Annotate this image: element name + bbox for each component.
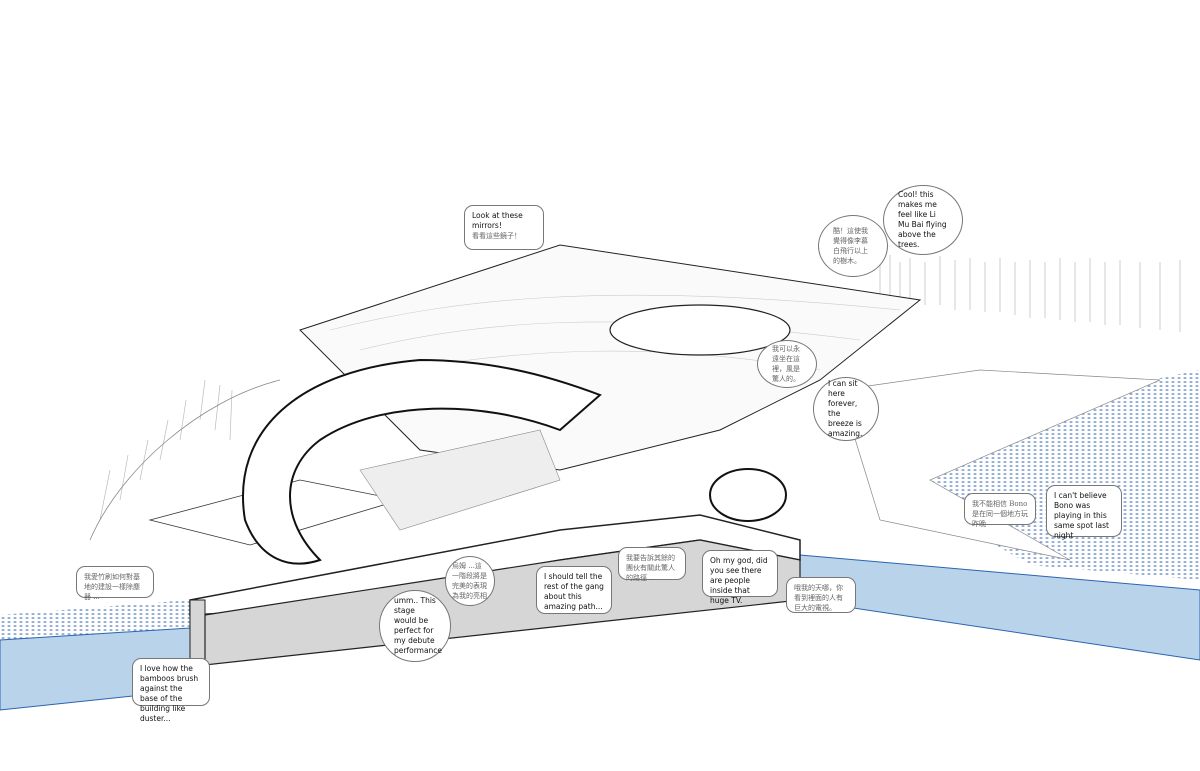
bubble-text-zh: 我愛竹刷如何對基地的建設一樣除塵器 ...: [84, 573, 140, 601]
site-outline: [89, 379, 281, 541]
plaza: [839, 369, 1161, 561]
bubble-text-en: Cool! this makes me feel like Li Mu Bai …: [898, 190, 947, 249]
tree-line-left: [99, 379, 233, 521]
thought-bubble-limubai-en: Cool! this makes me feel like Li Mu Bai …: [883, 185, 963, 255]
bubble-text-en: umm.. This stage would be perfect for my…: [394, 596, 443, 655]
bubble-text-en: I can't believe Bono was playing in this…: [1054, 491, 1109, 540]
thought-bubble-limubai-zh: 酷！這使我覺得像李慕白飛行以上的樹木。: [818, 215, 888, 277]
bubble-text-zh: 我可以永遠坐在這裡，風是驚人的。: [772, 345, 800, 383]
bubble-text-en: Look at these mirrors!: [472, 211, 523, 230]
speech-bubble-bamboo-en: I love how the bamboos brush against the…: [132, 658, 210, 723]
bubble-text-en: I love how the bamboos brush against the…: [140, 664, 199, 723]
bubble-text-zh: 哦我的天哪，你看到裡面的人有巨大的電視。: [794, 584, 843, 612]
speech-bubble-gang-zh: 我要告訴其餘的團伙有關此驚人的路徑 ...: [618, 547, 686, 582]
bubble-text-en: I can sit here forever, the breeze is am…: [828, 379, 863, 438]
thought-bubble-stage-en: umm.. This stage would be perfect for my…: [379, 590, 451, 662]
base-wall: [189, 599, 206, 666]
speech-bubble-bamboo-zh: 我愛竹刷如何對基地的建設一樣除塵器 ...: [76, 566, 154, 601]
speech-bubble-bono-en: I can't believe Bono was playing in this…: [1046, 485, 1122, 540]
speech-bubble-gang-en: I should tell the rest of the gang about…: [536, 566, 612, 614]
bubble-text-zh: 我要告訴其餘的團伙有關此驚人的路徑 ...: [626, 554, 675, 582]
roof-opening: [609, 304, 791, 356]
tv-pod: [709, 468, 787, 522]
bubble-text-en: Oh my god, did you see there are people …: [710, 556, 768, 605]
water-left-pattern: [0, 600, 190, 640]
speech-bubble-tv-zh: 哦我的天哪，你看到裡面的人有巨大的電視。: [786, 577, 856, 613]
speech-bubble-tv-en: Oh my god, did you see there are people …: [702, 550, 778, 605]
thought-bubble-breeze-en: I can sit here forever, the breeze is am…: [813, 377, 879, 441]
bubble-text-zh: 酷！這使我覺得像李慕白飛行以上的樹木。: [833, 227, 868, 265]
tree-line-right: [879, 255, 1181, 332]
bubble-text-zh: 我不能相信 Bono 是在同一個地方玩昨晚: [972, 500, 1028, 528]
bubble-text-zh: 看看這些鏡子！: [472, 232, 521, 240]
auditorium-shell: [242, 358, 602, 565]
thought-bubble-breeze-zh: 我可以永遠坐在這裡，風是驚人的。: [757, 340, 817, 388]
auditorium-seating: [359, 429, 561, 531]
bubble-text-zh: 烏姆 ...這一階段將是完美的表現為我的亮相: [452, 562, 487, 600]
bubble-text-en: I should tell the rest of the gang about…: [544, 572, 604, 611]
roof-slab: [299, 244, 922, 471]
thought-bubble-stage-zh: 烏姆 ...這一階段將是完美的表現為我的亮相: [445, 556, 495, 606]
speech-bubble-bono-zh: 我不能相信 Bono 是在同一個地方玩昨晚: [964, 493, 1036, 528]
speech-bubble-mirrors: Look at these mirrors! 看看這些鏡子！: [464, 205, 544, 250]
